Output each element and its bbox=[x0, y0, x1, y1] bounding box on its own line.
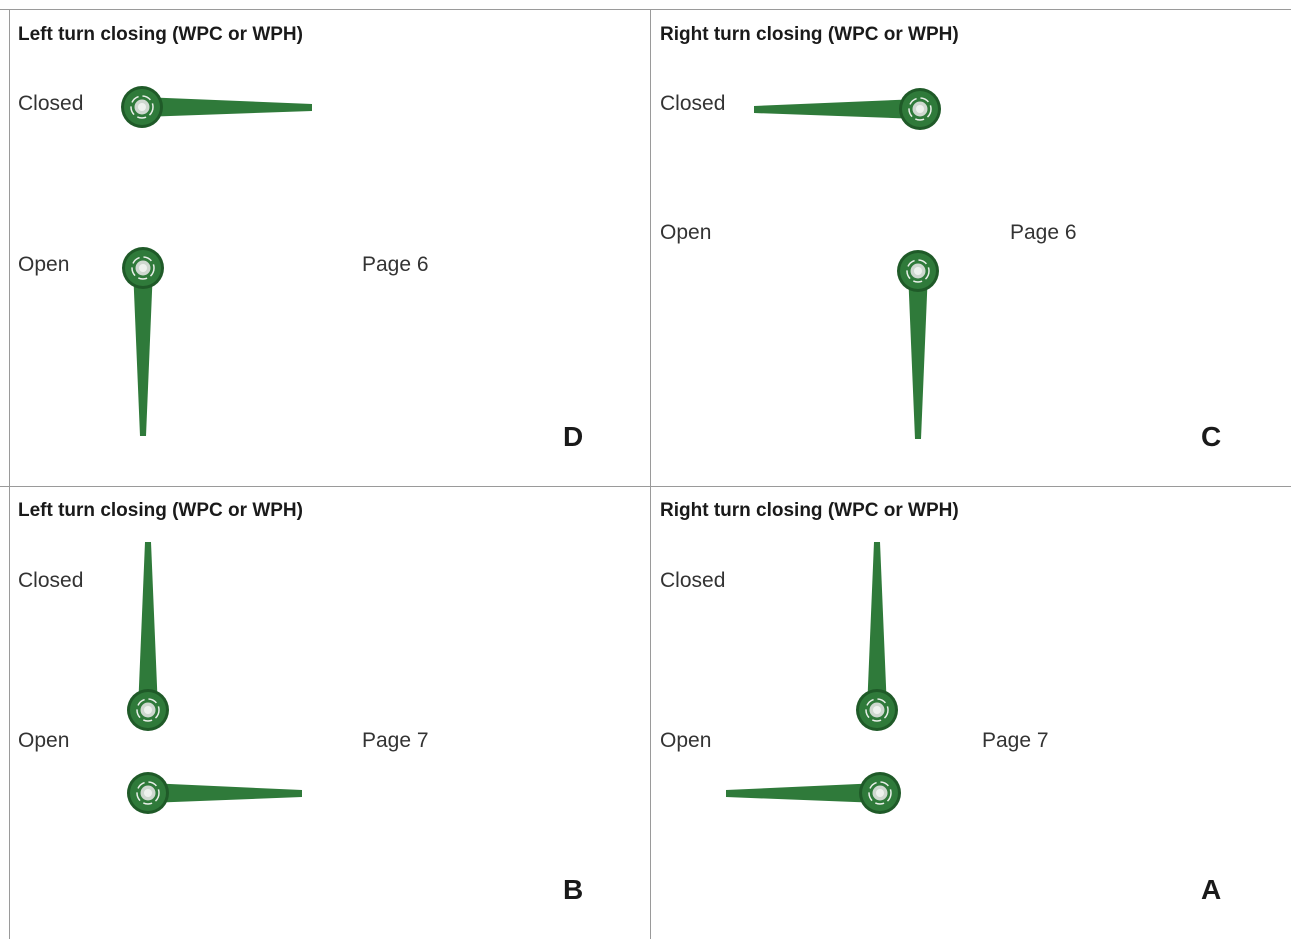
valve-handle-icon bbox=[121, 86, 312, 128]
open-label: Open bbox=[660, 221, 712, 244]
panel-c: Right turn closing (WPC or WPH) Closed O… bbox=[650, 0, 1291, 486]
top-border bbox=[0, 9, 1291, 10]
panel-a: Right turn closing (WPC or WPH) Closed O… bbox=[650, 486, 1291, 939]
center-divider bbox=[650, 9, 651, 939]
panel-heading: Right turn closing (WPC or WPH) bbox=[660, 500, 959, 521]
panel-heading: Left turn closing (WPC or WPH) bbox=[18, 500, 303, 521]
open-label: Open bbox=[18, 253, 70, 276]
closed-label: Closed bbox=[18, 569, 84, 592]
closed-label: Closed bbox=[18, 92, 84, 115]
panel-b: Left turn closing (WPC or WPH) Closed Op… bbox=[0, 486, 650, 939]
valve-handle-icon bbox=[856, 542, 898, 731]
page-reference: Page 6 bbox=[362, 253, 429, 276]
open-label: Open bbox=[660, 729, 712, 752]
panel-heading: Right turn closing (WPC or WPH) bbox=[660, 24, 959, 45]
open-label: Open bbox=[18, 729, 70, 752]
page-reference: Page 6 bbox=[1010, 221, 1077, 244]
closed-label: Closed bbox=[660, 569, 726, 592]
valve-handle-icon bbox=[754, 88, 941, 130]
panel-letter: A bbox=[1201, 874, 1222, 905]
panel-letter: B bbox=[563, 874, 584, 905]
valve-handle-icon bbox=[726, 772, 901, 814]
valve-handle-icon bbox=[127, 542, 169, 731]
closed-label: Closed bbox=[660, 92, 726, 115]
left-border bbox=[9, 9, 10, 939]
valve-handle-icon bbox=[122, 247, 164, 436]
page-reference: Page 7 bbox=[362, 729, 429, 752]
page-reference: Page 7 bbox=[982, 729, 1049, 752]
panel-d: Left turn closing (WPC or WPH) Closed Op… bbox=[0, 0, 650, 486]
valve-handle-icon bbox=[127, 772, 302, 814]
panel-letter: D bbox=[563, 421, 584, 452]
middle-divider bbox=[0, 486, 1291, 487]
panel-letter: C bbox=[1201, 421, 1222, 452]
panel-heading: Left turn closing (WPC or WPH) bbox=[18, 24, 303, 45]
valve-handle-icon bbox=[897, 250, 939, 439]
